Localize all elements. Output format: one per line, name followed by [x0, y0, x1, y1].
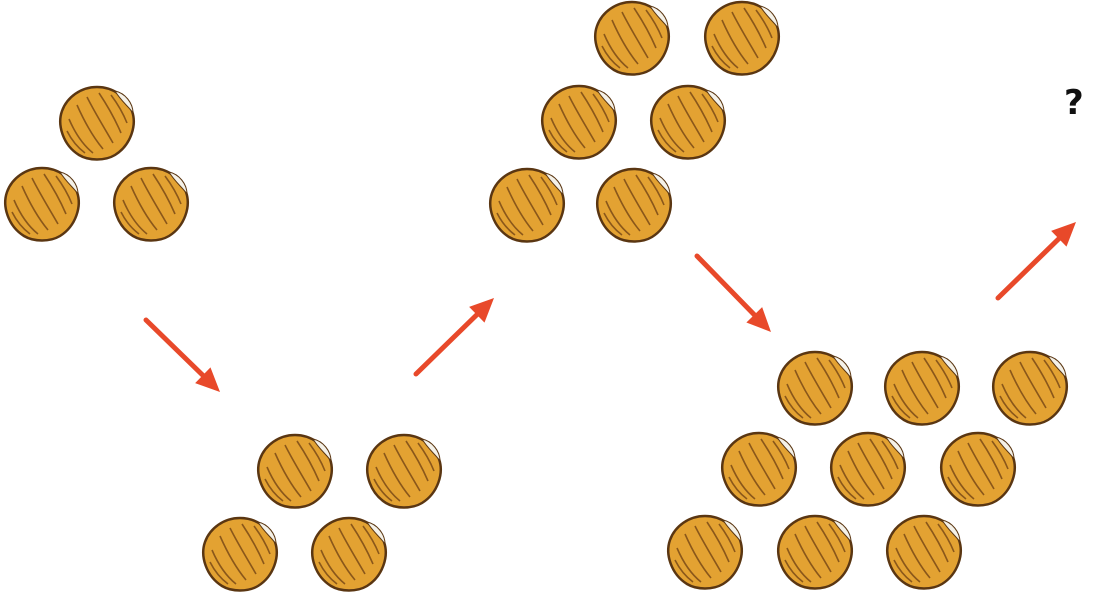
- group-1: [4, 85, 189, 242]
- hazelnut-icon: [830, 431, 906, 507]
- hazelnut-icon: [650, 84, 726, 160]
- group-4: [667, 350, 1068, 590]
- hazelnut-icon: [202, 516, 278, 592]
- arrow-icon: [143, 317, 220, 392]
- hazelnut-icon: [594, 0, 670, 76]
- hazelnut-icon: [777, 514, 853, 590]
- hazelnut-icon: [59, 85, 135, 161]
- hazelnut-icon: [489, 167, 565, 243]
- question-mark: ?: [1064, 83, 1084, 123]
- hazelnut-icon: [366, 433, 442, 509]
- hazelnut-icon: [311, 516, 387, 592]
- hazelnut-icon: [704, 0, 780, 76]
- hazelnut-icon: [257, 433, 333, 509]
- hazelnut-icon: [113, 166, 189, 242]
- hazelnut-icon: [992, 350, 1068, 426]
- arrow-icon: [413, 298, 494, 377]
- hazelnut-icon: [541, 84, 617, 160]
- hazelnut-icon: [4, 166, 80, 242]
- hazelnut-icon: [886, 514, 962, 590]
- group-2: [202, 433, 442, 592]
- hazelnut-icon: [721, 431, 797, 507]
- hazelnut-icon: [777, 350, 853, 426]
- hazelnut-icon: [667, 514, 743, 590]
- arrow-icon: [694, 253, 771, 332]
- hazelnut-icon: [940, 431, 1016, 507]
- hazelnut-icon: [884, 350, 960, 426]
- hazelnut-icon: [596, 167, 672, 243]
- group-3: [489, 0, 780, 243]
- arrow-icon: [995, 222, 1076, 301]
